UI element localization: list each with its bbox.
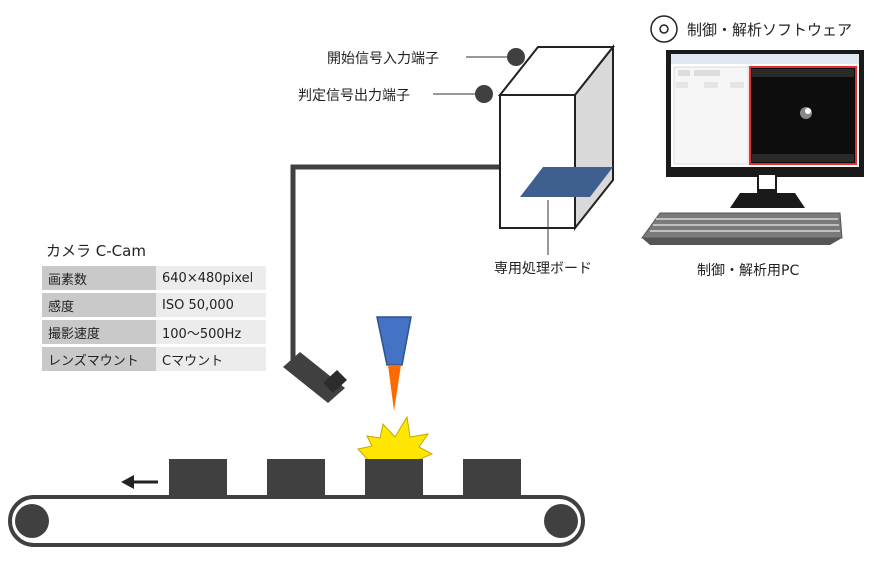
direction-arrow	[121, 475, 158, 489]
spark	[357, 415, 434, 461]
product-box	[267, 459, 325, 495]
spec-key: レンズマウント	[42, 345, 156, 374]
camera-device	[283, 352, 347, 403]
spec-key: 画素数	[42, 266, 156, 293]
spec-value: 640×480pixel	[156, 266, 266, 293]
start-terminal	[466, 48, 525, 66]
pc-label: 制御・解析用PC	[697, 263, 800, 279]
judge-terminal-label: 判定信号出力端子	[298, 88, 410, 104]
spec-row: 撮影速度 100～500Hz	[42, 318, 266, 347]
judge-terminal-dot	[475, 85, 493, 103]
product-box	[463, 459, 521, 495]
spec-row: 感度 ISO 50,000	[42, 291, 266, 320]
spec-row: 画素数 640×480pixel	[42, 266, 266, 293]
pc-keyboard	[641, 212, 843, 245]
spec-key: 撮影速度	[42, 318, 156, 347]
pc-monitor	[666, 50, 864, 208]
spec-row: レンズマウント Cマウント	[42, 345, 266, 374]
camera-spec-table: 画素数 640×480pixel 感度 ISO 50,000 撮影速度 100～…	[42, 266, 266, 374]
conveyor-belt	[8, 495, 585, 547]
start-terminal-dot	[507, 48, 525, 66]
start-terminal-label: 開始信号入力端子	[327, 51, 439, 67]
nozzle	[376, 316, 412, 411]
nozzle-flame	[388, 365, 401, 411]
spec-key: 感度	[42, 291, 156, 320]
board-panel	[520, 167, 613, 197]
processing-board	[497, 44, 616, 255]
board-front	[499, 94, 576, 229]
product-box	[169, 459, 227, 495]
spec-value: 100～500Hz	[156, 318, 266, 347]
conveyor-roller-left	[15, 504, 49, 538]
software-label: 制御・解析ソフトウェア	[687, 21, 853, 39]
board-label: 専用処理ボード	[494, 261, 592, 277]
judge-terminal	[433, 85, 493, 103]
camera-title: カメラ C-Cam	[46, 242, 146, 260]
product-box	[365, 459, 423, 495]
spec-value: Cマウント	[156, 345, 266, 374]
camera-cable	[290, 164, 500, 365]
spec-value: ISO 50,000	[156, 291, 266, 320]
conveyor-roller-right	[544, 504, 578, 538]
disc-icon	[650, 15, 678, 43]
